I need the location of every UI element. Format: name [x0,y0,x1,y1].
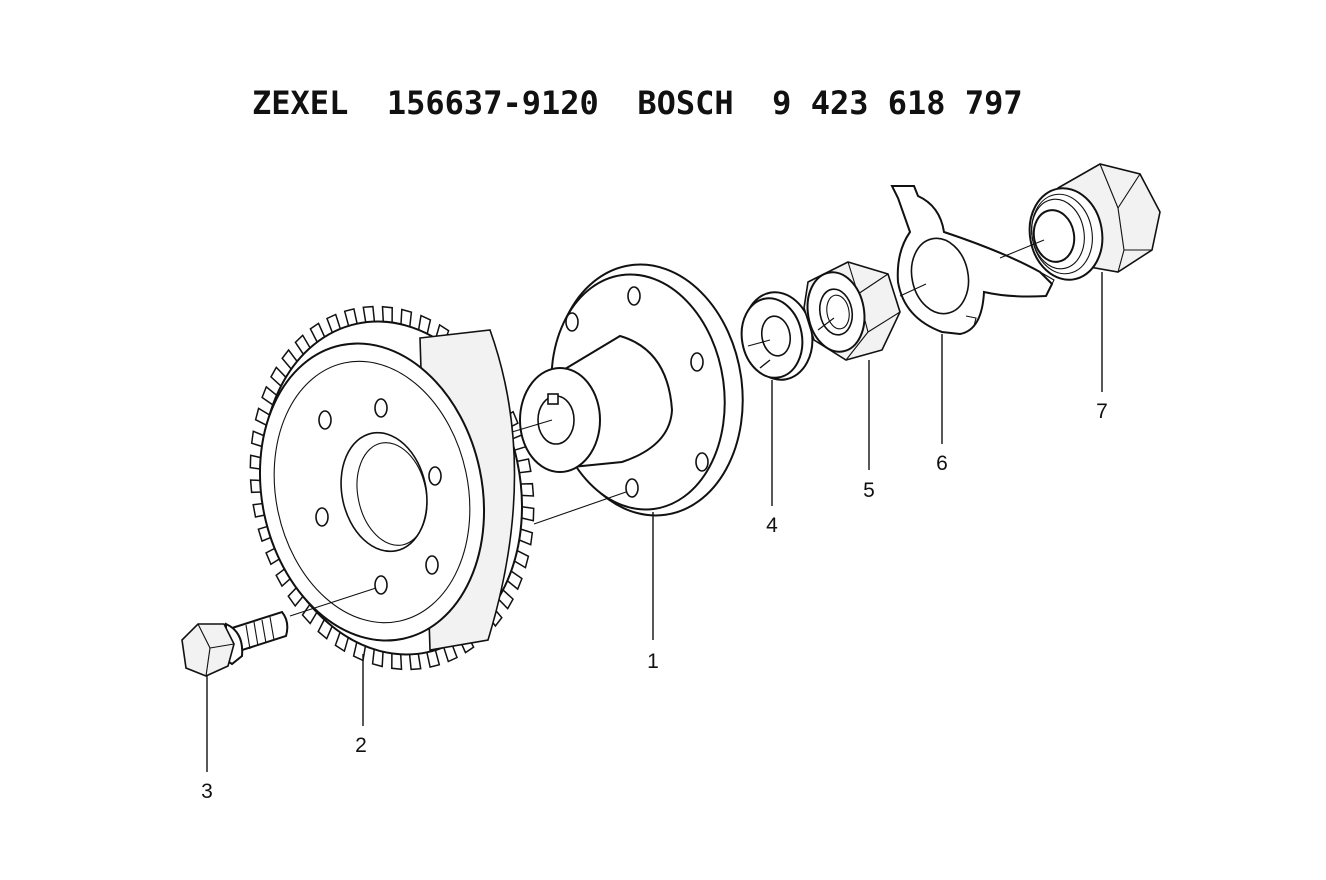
part-number-bosch: 9 423 618 797 [772,84,1023,122]
bolt-head [181,623,235,677]
gear-tooth [520,505,535,522]
washer-hole [760,315,792,357]
gear-part [249,305,535,671]
gear-bore [340,431,428,553]
callout-6: 6 [936,452,948,475]
callout-1: 1 [647,650,659,673]
hub-bolt-hole [695,452,709,472]
gear-tooth [519,482,535,497]
assembly-axis-lines [289,239,1045,617]
brand-bosch: BOSCH [637,84,734,122]
gear-tooth [362,305,376,323]
callout-5: 5 [863,479,875,502]
gear-bolt-hole [315,507,329,527]
callout-3: 3 [201,780,213,803]
hub-bolt-hole [627,286,641,306]
plug-part [1028,163,1161,281]
gear-bolt-hole [428,466,442,486]
bolt-part [181,610,289,677]
bolt-shank [230,610,289,654]
hub-bolt-hole [565,312,579,332]
brand-zexel: ZEXEL [252,84,349,122]
gear-tooth [381,305,393,324]
part-number-zexel: 156637-9120 [386,84,599,122]
hub-bolt-hole [690,352,704,372]
nut-thread-hole [818,288,854,336]
lock-plate-part [890,185,1055,336]
hex-nut-part [803,261,901,361]
callout-7: 7 [1096,400,1108,423]
gear-bolt-hole [374,575,388,595]
gear-bolt-hole [374,398,388,418]
gear-bolt-hole [318,410,332,430]
washer-split [759,359,771,369]
hub-keyway [547,393,559,405]
gear-bolt-hole [425,555,439,575]
callout-2: 2 [355,734,367,757]
diagram-title: ZEXEL 156637-9120 BOSCH 9 423 618 797 [252,84,1023,122]
gear-bore-depth [356,442,428,546]
gear-inner-ring [273,360,471,624]
lock-plate-hole [910,237,970,315]
hub-bolt-hole [625,478,639,498]
gear-tooth [408,653,422,671]
callout-4: 4 [766,514,778,537]
plug-face [1032,209,1076,263]
hub-part [519,263,744,517]
lock-plate-tab [965,315,977,327]
callout-leaders [206,272,1103,772]
gear-tooth [391,652,403,671]
washer-part [740,291,814,381]
